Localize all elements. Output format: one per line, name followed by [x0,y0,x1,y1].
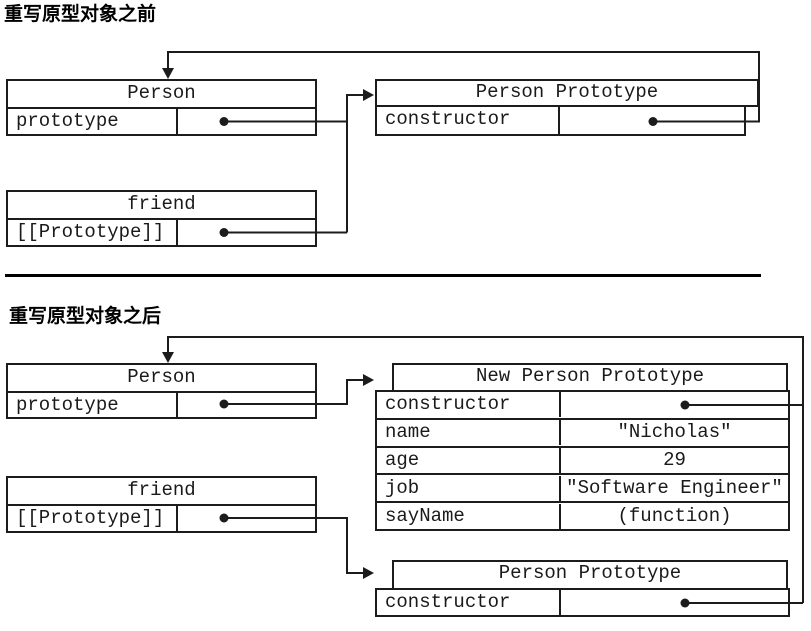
internal-prototype-pointer-cell [178,506,315,531]
internal-prototype-row: [[Prototype]] [8,506,315,531]
internal-prototype-pointer-cell [178,220,315,245]
new-person-prototype-title: New Person Prototype [392,363,788,390]
sayname-row: sayName (function) [377,503,788,529]
arrow-right-icon [363,89,374,101]
person-box-title: Person [8,81,315,109]
name-row-value: "Nicholas" [617,421,732,444]
internal-prototype-row: [[Prototype]] [8,220,315,245]
section-divider [5,274,761,277]
constructor-row: constructor [377,392,788,420]
prototype-row: prototype [8,109,315,134]
prototype-pointer-cell [178,109,315,134]
constructor-row: constructor [377,107,744,134]
job-row-label: job [377,475,561,501]
age-row: age 29 [377,447,788,476]
friend-box-after: friend [[Prototype]] [6,476,317,533]
person-box-title: Person [8,365,315,393]
constructor-row-label: constructor [377,107,560,134]
internal-prototype-row-label: [[Prototype]] [8,220,178,245]
name-row-label: name [377,420,561,446]
constructor-row-label: constructor [377,392,561,418]
prototype-row: prototype [8,393,315,418]
friend-box-title: friend [8,478,315,506]
constructor-row-label: constructor [377,590,561,615]
person-prototype-body-before: constructor [375,107,746,136]
friend-box-title: friend [8,192,315,220]
age-row-value: 29 [663,448,686,471]
constructor-pointer-cell [560,107,744,134]
constructor-pointer-cell [561,590,788,615]
person-prototype-title-after: Person Prototype [392,560,788,588]
name-row: name "Nicholas" [377,420,788,448]
person-prototype-title-before: Person Prototype [375,79,759,107]
arrow-down-icon [162,68,174,79]
new-person-prototype-body: constructor name "Nicholas" age 29 job "… [375,390,790,531]
constructor-row: constructor [377,590,788,615]
internal-prototype-row-label: [[Prototype]] [8,506,178,531]
person-box-before: Person prototype [6,79,317,136]
heading-before: 重写原型对象之前 [4,4,157,25]
age-row-label: age [377,447,561,473]
prototype-row-label: prototype [8,393,178,418]
arrow-right-icon [363,567,374,579]
friend-box-before: friend [[Prototype]] [6,190,317,247]
sayname-row-value: (function) [617,504,732,527]
job-row-value: "Software Engineer" [566,476,783,499]
prototype-row-label: prototype [8,109,178,134]
person-box-after: Person prototype [6,363,317,419]
sayname-row-label: sayName [377,503,561,529]
arrow-right-icon [363,374,374,386]
person-prototype-body-after: constructor [375,588,790,617]
job-row: job "Software Engineer" [377,475,788,504]
arrow-down-icon [162,352,174,363]
prototype-pointer-cell [178,393,315,418]
heading-after: 重写原型对象之后 [9,306,162,327]
